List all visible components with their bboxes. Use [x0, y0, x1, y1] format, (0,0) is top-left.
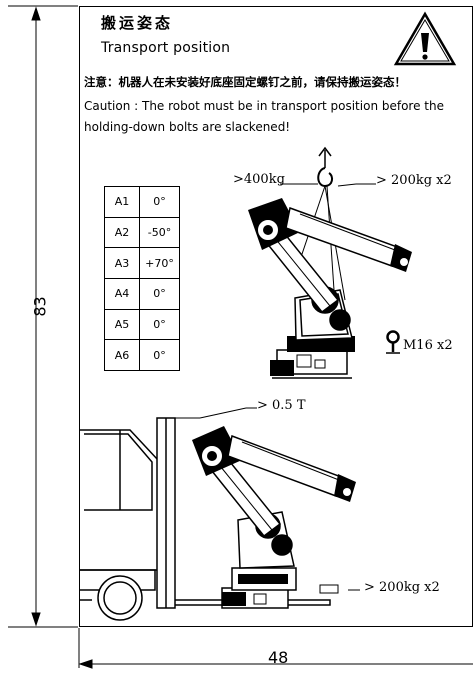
angle-cell: 0° [139, 308, 180, 341]
table-row: A2 -50° [104, 216, 180, 249]
height-dimension-line [8, 5, 78, 628]
table-row: A4 0° [104, 278, 180, 310]
label-frame [79, 6, 473, 627]
upper-leader-lines [280, 183, 376, 187]
forklift-truck [79, 417, 331, 621]
axis-cell: A2 [104, 216, 140, 249]
width-dimension-value: 48 [268, 648, 289, 667]
axis-cell: A6 [104, 339, 140, 372]
forklift-leader-line [175, 407, 257, 419]
fork-pocket-marker [319, 584, 360, 594]
sling-load-callout: > 200kg x2 [376, 173, 452, 188]
bolt-callout: M16 x2 [403, 338, 453, 353]
height-dimension-value: 83 [30, 296, 50, 317]
axis-angle-table: A1 0° A2 -50° A3 +70° A4 0° A5 0° A6 0° [104, 186, 180, 372]
caution-english: Caution : The robot must be in transport… [84, 99, 444, 134]
angle-cell: 0° [139, 186, 180, 218]
robot-forklift-lift [192, 426, 356, 609]
crane-load-callout: >400kg [233, 172, 285, 187]
width-dimension-line [78, 628, 473, 669]
robot-crane-lift [248, 146, 412, 379]
fork-pocket-load-callout: > 200kg x2 [364, 580, 440, 595]
title-chinese: 搬运姿态 [101, 14, 174, 32]
table-row: A1 0° [104, 186, 180, 218]
caution-chinese: 注意：机器人在未安装好底座固定螺钉之前，请保持搬运姿态！ [84, 75, 406, 89]
axis-cell: A1 [104, 186, 140, 218]
title-english: Transport position [101, 40, 231, 56]
eyebolt-icon [386, 330, 400, 354]
axis-cell: A5 [104, 308, 140, 341]
table-row: A3 +70° [104, 247, 180, 280]
table-row: A5 0° [104, 308, 180, 341]
angle-cell: 0° [139, 339, 180, 372]
table-row: A6 0° [104, 339, 180, 372]
axis-cell: A4 [104, 278, 140, 310]
angle-cell: -50° [139, 216, 180, 249]
forklift-load-callout: > 0.5 T [257, 398, 306, 413]
angle-cell: 0° [139, 278, 180, 310]
axis-cell: A3 [104, 247, 140, 280]
angle-cell: +70° [139, 247, 180, 280]
warning-triangle-icon [393, 11, 457, 66]
